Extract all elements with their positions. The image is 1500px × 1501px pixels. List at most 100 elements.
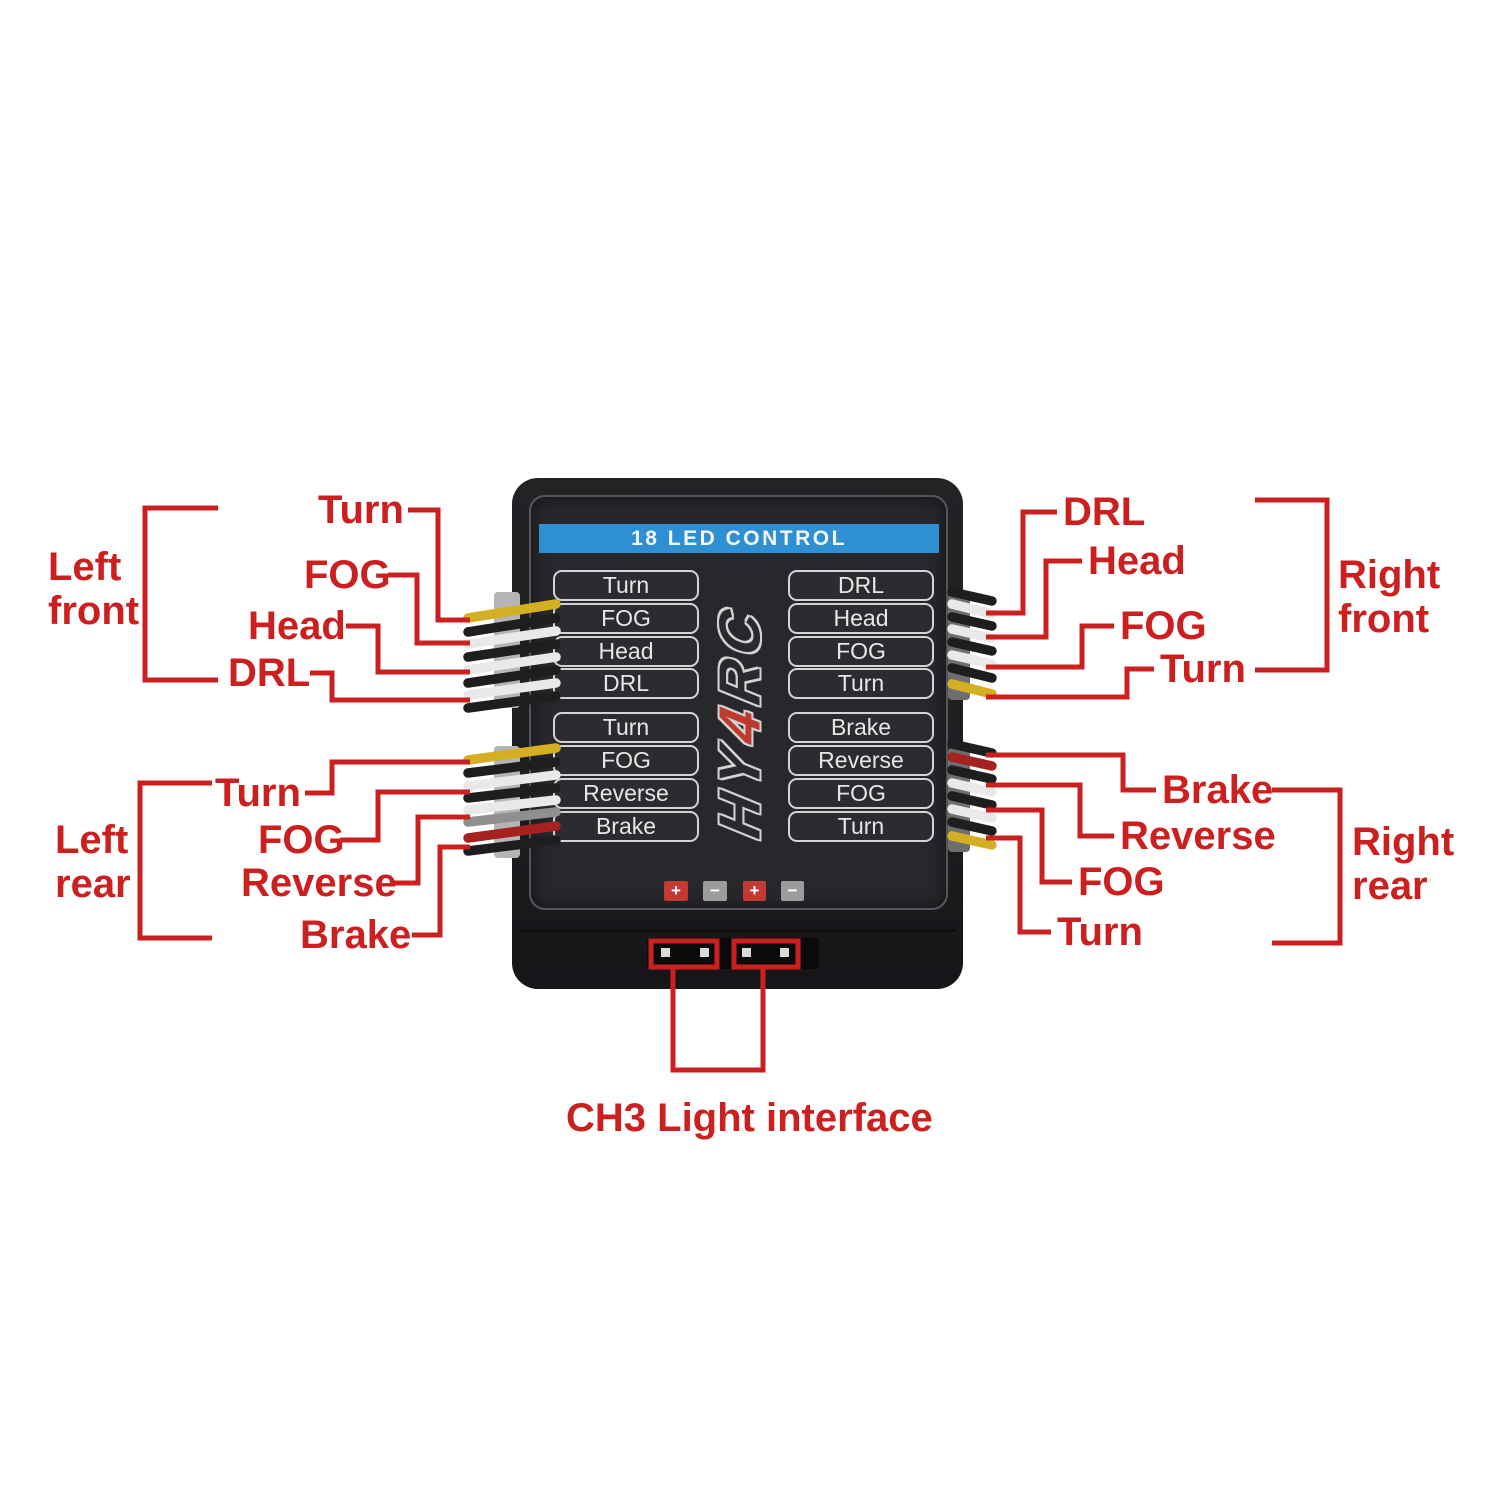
port-box-rear-right-fog: FOG xyxy=(788,778,934,809)
header-bar: 18 LED CONTROL xyxy=(539,524,939,553)
port-box-front-right-turn: Turn xyxy=(788,668,934,699)
wire-white xyxy=(463,795,561,815)
ch3-caption: CH3 Light interface xyxy=(566,1096,933,1140)
group-brackets xyxy=(137,497,1343,946)
port-box-front-right-head: Head xyxy=(788,603,934,634)
callout-line-lr-fog xyxy=(340,789,470,843)
wire-white xyxy=(947,599,997,619)
bracket-right-front xyxy=(1255,497,1330,673)
wire-label-lf-fog: FOG xyxy=(304,553,391,597)
group-label-right-front: Right front xyxy=(1338,553,1441,641)
wire-black xyxy=(947,817,997,836)
wire-black xyxy=(947,739,997,758)
wire-black xyxy=(947,637,997,656)
wire-black xyxy=(947,587,997,606)
callout-line-lf-fog xyxy=(388,572,470,646)
callout-lines-right-rear xyxy=(986,752,1156,935)
group-label-left-rear: Left rear xyxy=(55,818,131,906)
ch3-pin xyxy=(661,948,670,957)
wire-white xyxy=(463,678,561,700)
group-label-right-rear: Right rear xyxy=(1352,820,1455,908)
wire-white xyxy=(947,778,997,797)
callout-line-rr-reverse xyxy=(986,782,1114,839)
wire-label-rf-head: Head xyxy=(1088,539,1186,583)
bracket-left-front xyxy=(142,505,218,683)
case-seam xyxy=(520,929,956,932)
callout-line-lr-brake xyxy=(412,844,470,938)
group-label-left-front: Left front xyxy=(48,545,140,633)
wire-label-rf-drl: DRL xyxy=(1063,490,1146,534)
wire-black xyxy=(947,612,997,631)
wire-yellow xyxy=(463,743,561,765)
wire-white xyxy=(463,770,561,791)
wire-white xyxy=(947,624,997,643)
wire-label-lr-brake: Brake xyxy=(300,913,412,957)
wire-white xyxy=(947,650,997,669)
port-box-front-right-drl: DRL xyxy=(788,570,934,601)
port-box-front-right-fog: FOG xyxy=(788,636,934,667)
wire-label-rr-fog: FOG xyxy=(1078,860,1165,904)
wire-black xyxy=(463,665,561,688)
wire-label-lf-drl: DRL xyxy=(228,651,311,695)
port-box-rear-right-reverse: Reverse xyxy=(788,745,934,776)
callout-line-rf-turn xyxy=(986,666,1154,700)
callout-line-lr-reverse xyxy=(392,814,470,886)
wire-label-rr-reverse: Reverse xyxy=(1120,814,1276,858)
ch3-pin xyxy=(742,948,751,957)
callout-line-rr-fog xyxy=(986,807,1072,885)
callout-lines-left-front xyxy=(310,507,470,703)
polarity-plus-mark-1: + xyxy=(664,881,688,901)
wire-yellow xyxy=(947,679,997,699)
port-box-rear-right-brake: Brake xyxy=(788,712,934,743)
wire-label-lf-turn: Turn xyxy=(318,488,404,532)
polarity-plus-mark-2: + xyxy=(743,881,766,901)
wire-label-lr-reverse: Reverse xyxy=(241,861,397,905)
wire-label-rf-fog: FOG xyxy=(1120,604,1207,648)
wire-black xyxy=(463,639,561,662)
wires-right-front xyxy=(947,587,997,699)
header-label: 18 LED CONTROL xyxy=(631,526,847,550)
wire-yellow xyxy=(463,599,561,623)
wire-red xyxy=(947,752,997,771)
port-box-front-left-fog: FOG xyxy=(553,603,699,634)
bracket-left-rear xyxy=(137,780,212,941)
port-box-rear-left-fog: FOG xyxy=(553,745,699,776)
callout-line-lf-turn xyxy=(408,507,470,623)
wire-label-lr-fog: FOG xyxy=(258,818,345,862)
port-box-rear-left-brake: Brake xyxy=(553,811,699,842)
callout-lines-left-rear xyxy=(305,759,470,938)
wire-plug-housings xyxy=(494,592,970,858)
wire-gray xyxy=(463,807,561,827)
ch3-bracket xyxy=(670,967,766,1073)
ch3-slot-box-2 xyxy=(731,938,801,970)
wire-black xyxy=(947,765,997,784)
callout-line-rf-fog xyxy=(986,623,1114,670)
wire-yellow xyxy=(947,831,997,850)
callout-line-rf-head xyxy=(986,558,1082,640)
ch3-pins xyxy=(661,948,789,957)
callout-line-lf-head xyxy=(346,623,470,675)
wires-right-rear xyxy=(947,739,997,850)
port-box-rear-left-reverse: Reverse xyxy=(553,778,699,809)
callout-line-lf-drl xyxy=(310,670,470,703)
wire-red xyxy=(463,821,561,843)
wire-label-lr-turn: Turn xyxy=(215,771,301,815)
wire-label-rr-turn: Turn xyxy=(1057,910,1143,954)
wire-black xyxy=(947,663,997,683)
ch3-highlights xyxy=(648,938,801,1073)
port-box-rear-left-turn: Turn xyxy=(553,712,699,743)
wires-left-front xyxy=(463,599,561,713)
callout-line-rr-brake xyxy=(986,752,1156,793)
wire-white xyxy=(463,652,561,675)
wire-black xyxy=(463,783,561,803)
port-box-front-left-head: Head xyxy=(553,636,699,667)
polarity-minus-mark-2: − xyxy=(781,881,804,901)
ch3-slot-box-1 xyxy=(648,938,720,970)
port-box-rear-right-turn: Turn xyxy=(788,811,934,842)
ch3-pin xyxy=(780,948,789,957)
wire-white xyxy=(947,804,997,823)
wire-black xyxy=(463,691,561,713)
wire-black xyxy=(463,835,561,856)
